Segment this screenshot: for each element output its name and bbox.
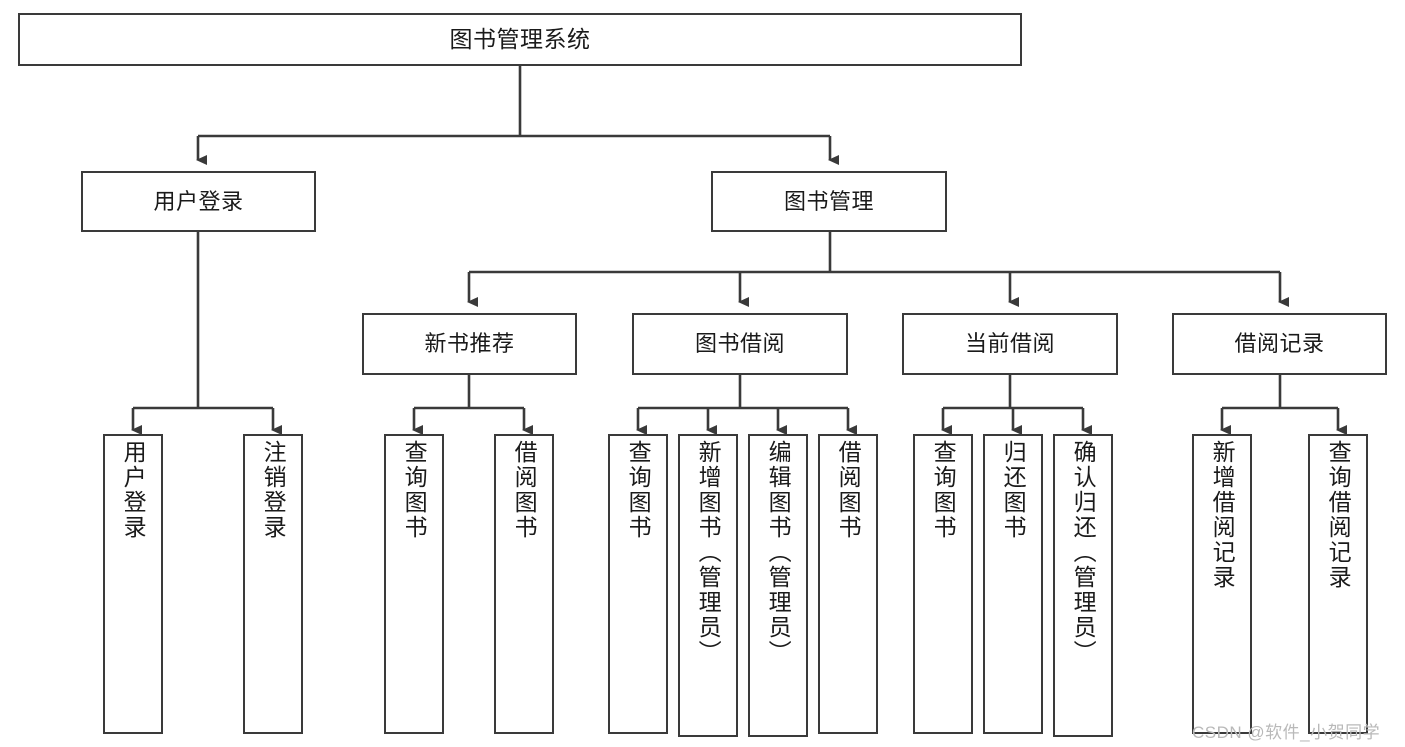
node-label: 当前借阅 <box>964 331 1055 357</box>
leaf-current-confirm-return-admin[interactable]: 确认归还（管理员） <box>1053 434 1113 737</box>
csdn-watermark: CSDN @软件_小贺同学 <box>1192 723 1381 742</box>
node-label: 图书借阅 <box>694 331 785 357</box>
leaf-borrow-edit-book-admin[interactable]: 编辑图书（管理员） <box>748 434 808 737</box>
node-book-management[interactable]: 图书管理 <box>711 171 947 232</box>
node-label: 图书管理系统 <box>449 25 591 52</box>
leaf-borrow-add-book-admin[interactable]: 新增图书（管理员） <box>678 434 738 737</box>
node-label: 用户登录 <box>120 440 147 540</box>
leaf-records-add-record[interactable]: 新增借阅记录 <box>1192 434 1252 734</box>
node-label: 新书推荐 <box>424 331 515 357</box>
leaf-recommend-borrow-book[interactable]: 借阅图书 <box>494 434 554 734</box>
node-label: 用户登录 <box>153 188 244 214</box>
leaf-records-query-record[interactable]: 查询借阅记录 <box>1308 434 1368 734</box>
leaf-borrow-query-book[interactable]: 查询图书 <box>608 434 668 734</box>
leaf-current-return-book[interactable]: 归还图书 <box>983 434 1043 734</box>
leaf-user-login-logout[interactable]: 注销登录 <box>243 434 303 734</box>
node-label: 查询图书 <box>401 440 428 540</box>
node-label: 借阅记录 <box>1234 331 1325 357</box>
node-user-login[interactable]: 用户登录 <box>81 171 316 232</box>
node-label: 确认归还（管理员） <box>1070 440 1097 665</box>
node-label: 查询借阅记录 <box>1325 440 1352 590</box>
node-book-borrow[interactable]: 图书借阅 <box>632 313 848 375</box>
leaf-user-login-login[interactable]: 用户登录 <box>103 434 163 734</box>
node-label: 新增借阅记录 <box>1209 440 1236 590</box>
node-label: 归还图书 <box>1000 440 1027 540</box>
leaf-current-query-book[interactable]: 查询图书 <box>913 434 973 734</box>
node-borrow-records[interactable]: 借阅记录 <box>1172 313 1387 375</box>
node-label: 编辑图书（管理员） <box>765 440 792 665</box>
node-label: 查询图书 <box>625 440 652 540</box>
node-current-borrow[interactable]: 当前借阅 <box>902 313 1118 375</box>
node-label: 图书管理 <box>783 188 874 214</box>
node-label: 注销登录 <box>260 440 287 540</box>
node-new-book-recommend[interactable]: 新书推荐 <box>362 313 577 375</box>
leaf-borrow-borrow-book[interactable]: 借阅图书 <box>818 434 878 734</box>
node-root-system[interactable]: 图书管理系统 <box>18 13 1022 66</box>
leaf-recommend-query-book[interactable]: 查询图书 <box>384 434 444 734</box>
node-label: 查询图书 <box>930 440 957 540</box>
node-label: 新增图书（管理员） <box>695 440 722 665</box>
node-label: 借阅图书 <box>511 440 538 540</box>
node-label: 借阅图书 <box>835 440 862 540</box>
